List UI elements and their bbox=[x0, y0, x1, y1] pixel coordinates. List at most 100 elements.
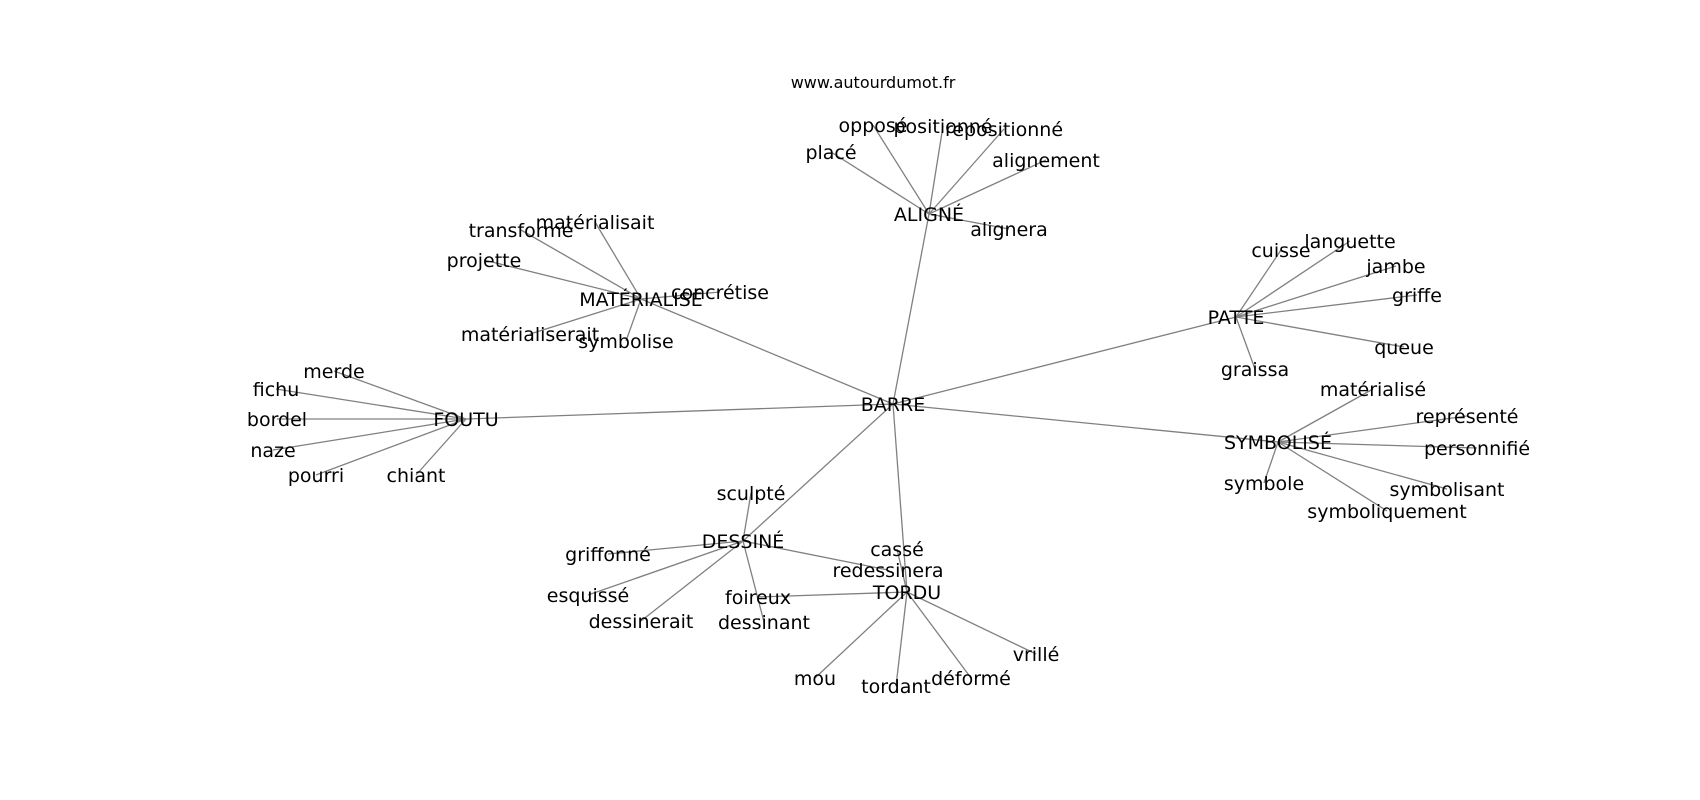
word-node: mou bbox=[794, 668, 836, 690]
word-node: cassé bbox=[870, 539, 924, 561]
edge-hub-to-word bbox=[814, 591, 908, 679]
word-node: sculpté bbox=[717, 483, 786, 505]
word-node: cuisse bbox=[1251, 240, 1310, 262]
edge-hub-to-word bbox=[315, 418, 467, 476]
hub-node: PATTE bbox=[1208, 307, 1265, 329]
edge-center-to-hub bbox=[892, 316, 1237, 405]
edge-hub-to-word bbox=[275, 388, 467, 420]
word-node: languette bbox=[1304, 231, 1395, 253]
edge-hub-to-word bbox=[529, 298, 642, 335]
word-node: positionné bbox=[894, 116, 993, 138]
edge-hub-to-word bbox=[928, 128, 1005, 215]
word-node: repositionné bbox=[945, 119, 1063, 141]
word-node: esquissé bbox=[547, 585, 629, 607]
word-node: déformé bbox=[931, 668, 1011, 690]
word-node: fichu bbox=[253, 379, 300, 401]
word-node: griffe bbox=[1392, 285, 1442, 307]
edge-hub-to-word bbox=[742, 492, 752, 542]
edge-hub-to-word bbox=[872, 124, 930, 215]
edge-hub-to-word bbox=[928, 159, 1047, 215]
word-node: concrétise bbox=[671, 282, 769, 304]
hub-node: ALIGNÉ bbox=[894, 203, 964, 226]
word-node: matérialisé bbox=[1320, 379, 1426, 401]
word-node: jambe bbox=[1365, 256, 1425, 278]
edge-hub-to-word bbox=[1277, 441, 1388, 512]
edge-hub-to-word bbox=[483, 259, 642, 300]
word-node: matérialiserait bbox=[461, 324, 599, 346]
hub-node: FOUTU bbox=[433, 409, 498, 431]
hub-node: TORDU bbox=[872, 582, 941, 604]
word-node: symboliquement bbox=[1307, 501, 1466, 523]
edge-hub-to-word bbox=[1277, 415, 1468, 443]
edge-hub-to-word bbox=[625, 298, 642, 342]
edge-hub-to-word bbox=[333, 370, 467, 420]
word-node: projette bbox=[447, 250, 522, 272]
word-node: opposé bbox=[839, 115, 908, 137]
edge-hub-to-word bbox=[594, 221, 642, 300]
edge-hub-to-word bbox=[895, 591, 908, 687]
edge-hub-to-word bbox=[520, 229, 642, 300]
word-node: représenté bbox=[1416, 406, 1519, 428]
hub-node: SYMBOLISÉ bbox=[1224, 431, 1332, 454]
word-node: alignement bbox=[992, 150, 1100, 172]
edge-hub-to-word bbox=[640, 540, 744, 622]
edge-hub-to-word bbox=[1235, 265, 1397, 318]
word-node: queue bbox=[1374, 337, 1434, 359]
edge-center-to-hub bbox=[742, 403, 894, 542]
word-node: tordant bbox=[861, 676, 931, 698]
edge-hub-to-word bbox=[1277, 441, 1478, 449]
edge-hub-to-word bbox=[1235, 240, 1351, 318]
edge-hub-to-word bbox=[742, 540, 765, 623]
word-node: merde bbox=[303, 361, 364, 383]
edge-hub-to-word bbox=[587, 540, 744, 596]
edge-hub-to-word bbox=[896, 548, 908, 593]
edge-center-to-hub bbox=[892, 403, 908, 593]
edge-hub-to-word bbox=[272, 418, 467, 451]
edges-layer bbox=[272, 124, 1478, 687]
word-node: alignera bbox=[970, 219, 1047, 241]
word-node: redessinera bbox=[832, 560, 943, 582]
edge-hub-to-word bbox=[1235, 316, 1256, 370]
edge-center-to-hub bbox=[892, 213, 930, 405]
edge-hub-to-word bbox=[1235, 316, 1405, 348]
edge-hub-to-word bbox=[830, 151, 930, 215]
word-node: symbolisant bbox=[1390, 479, 1505, 501]
edge-hub-to-word bbox=[757, 591, 908, 598]
word-node: matérialisait bbox=[536, 212, 655, 234]
word-node: symbolise bbox=[578, 331, 673, 353]
edge-center-to-hub bbox=[892, 403, 1279, 443]
edge-hub-to-word bbox=[928, 213, 1010, 230]
edge-hub-to-word bbox=[1235, 249, 1282, 318]
word-node: dessinant bbox=[718, 612, 810, 634]
center-node: BARRE bbox=[861, 394, 925, 416]
edge-hub-to-word bbox=[1277, 388, 1374, 443]
word-node: naze bbox=[250, 440, 295, 462]
edge-hub-to-word bbox=[742, 540, 889, 571]
word-node: foireux bbox=[725, 587, 791, 609]
word-node: personnifié bbox=[1424, 438, 1530, 460]
hub-node: DESSINÉ bbox=[702, 530, 785, 553]
edge-hub-to-word bbox=[1277, 441, 1448, 490]
edge-hub-to-word bbox=[1263, 441, 1279, 484]
site-credit: www.autourdumot.fr bbox=[791, 73, 956, 92]
edge-hub-to-word bbox=[906, 591, 972, 679]
edge-hub-to-word bbox=[415, 418, 467, 476]
edge-hub-to-word bbox=[1235, 294, 1418, 318]
word-node: bordel bbox=[247, 409, 307, 431]
word-node: vrillé bbox=[1013, 644, 1060, 666]
edge-hub-to-word bbox=[607, 540, 744, 555]
word-node: chiant bbox=[387, 465, 446, 487]
word-node: symbole bbox=[1224, 473, 1304, 495]
edge-hub-to-word bbox=[928, 125, 944, 215]
word-node: dessinerait bbox=[589, 611, 694, 633]
word-node: griffonné bbox=[565, 544, 651, 566]
edge-hub-to-word bbox=[906, 591, 1037, 655]
word-node: pourri bbox=[288, 465, 344, 487]
word-node: graissa bbox=[1221, 359, 1289, 381]
hub-node: MATÉRIALISÉ bbox=[579, 288, 703, 311]
edge-hub-to-word bbox=[640, 291, 721, 300]
edge-center-to-hub bbox=[465, 403, 894, 420]
